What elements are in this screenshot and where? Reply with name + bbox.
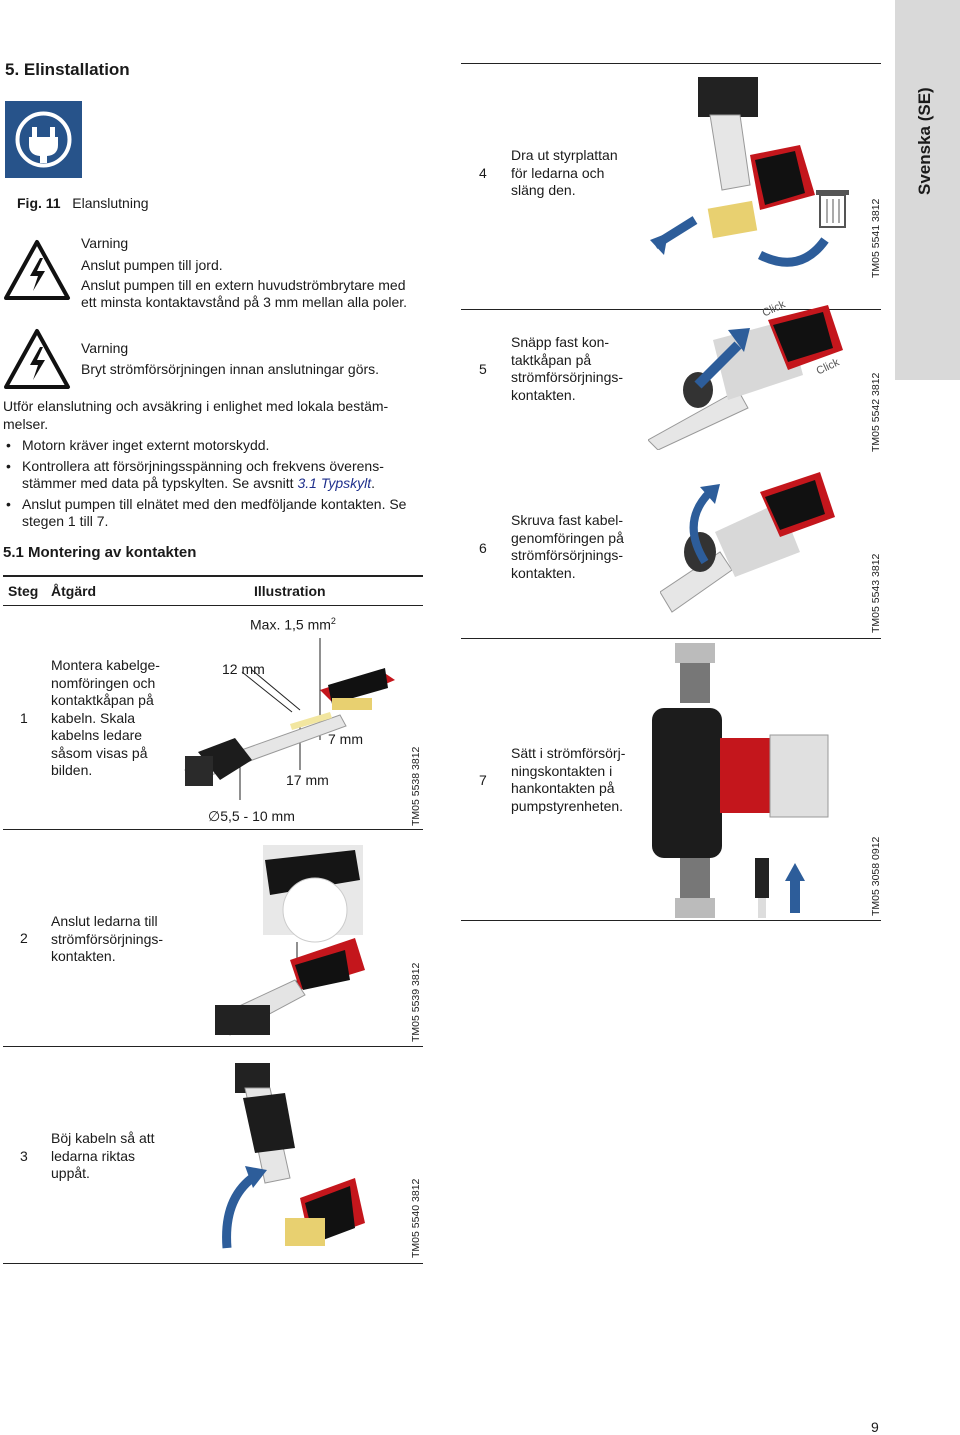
section-link[interactable]: 3.1 Typskylt bbox=[297, 475, 372, 491]
table-rule bbox=[3, 829, 423, 830]
warning1-text: ett minsta kontaktavstånd på 3 mm mellan… bbox=[81, 294, 408, 310]
bullet-item: Motorn kräver inget externt motorskydd. bbox=[6, 437, 269, 455]
section-title: 5. Elinstallation bbox=[5, 60, 130, 79]
step-number: 1 bbox=[20, 710, 28, 726]
dimension-label: 12 mm bbox=[222, 661, 265, 677]
figure-ref: TM05 5543 3812 bbox=[870, 553, 882, 633]
figure-ref: TM05 5538 3812 bbox=[410, 746, 422, 826]
header-action: Åtgärd bbox=[51, 583, 97, 599]
table-rule bbox=[3, 1046, 423, 1047]
warning1-text: Anslut pumpen till en extern huvudströmb… bbox=[81, 277, 406, 293]
warning2-title: Varning bbox=[81, 340, 129, 356]
header-step: Steg bbox=[8, 583, 39, 599]
table-rule bbox=[3, 1263, 423, 1264]
language-tab: Svenska (SE) bbox=[895, 0, 960, 380]
figure-ref: TM05 5540 3812 bbox=[410, 1178, 422, 1258]
bend-cable-illustration bbox=[215, 1058, 380, 1258]
cable-stripping-illustration bbox=[180, 630, 405, 830]
figure-ref: TM05 3058 0912 bbox=[870, 836, 882, 916]
screw-gland-illustration bbox=[659, 462, 860, 632]
bullet-item-cont: stegen 1 till 7. bbox=[22, 513, 109, 529]
figure-ref: TM05 5541 3812 bbox=[870, 198, 882, 278]
table-rule bbox=[461, 63, 881, 64]
warning-electric-icon bbox=[3, 238, 71, 302]
warning1-title: Varning bbox=[81, 235, 129, 251]
step-number: 5 bbox=[479, 361, 487, 377]
step-number: 7 bbox=[479, 772, 487, 788]
figure-ref: TM05 5542 3812 bbox=[870, 372, 882, 452]
intro-text: melser. bbox=[3, 416, 49, 432]
dimension-label: ∅5,5 - 10 mm bbox=[208, 808, 295, 824]
dimension-label: 17 mm bbox=[286, 772, 329, 788]
step-number: 4 bbox=[479, 165, 487, 181]
bullet-item: Anslut pumpen till elnätet med den medfö… bbox=[6, 496, 406, 514]
plug-icon bbox=[5, 101, 82, 178]
figure-caption: Fig. 11 Elanslutning bbox=[17, 195, 149, 211]
warning-electric-icon bbox=[3, 327, 71, 391]
step-number: 2 bbox=[20, 930, 28, 946]
table-rule bbox=[461, 920, 881, 921]
snap-cover-illustration bbox=[647, 300, 858, 451]
table-rule bbox=[461, 638, 881, 639]
warning1-text: Anslut pumpen till jord. bbox=[81, 257, 223, 273]
page-number: 9 bbox=[871, 1419, 879, 1435]
subsection-title: 5.1 Montering av kontakten bbox=[3, 544, 197, 561]
table-rule bbox=[3, 605, 423, 606]
dimension-label: 7 mm bbox=[328, 731, 363, 747]
bullet-item-cont: stämmer med data på typskylten. Se avsni… bbox=[22, 475, 376, 491]
remove-plate-illustration bbox=[650, 75, 860, 275]
wire-connection-illustration bbox=[215, 840, 380, 1040]
figure-ref: TM05 5539 3812 bbox=[410, 962, 422, 1042]
max-cross-section: Max. 1,5 mm2 bbox=[250, 616, 336, 633]
intro-text: Utför elanslutning och avsäkring i enlig… bbox=[3, 398, 389, 414]
header-illustration: Illustration bbox=[254, 583, 326, 599]
step-number: 3 bbox=[20, 1148, 28, 1164]
bullet-item: Kontrollera att försörjningsspänning och… bbox=[6, 458, 384, 476]
table-rule bbox=[461, 309, 881, 310]
pump-insert-illustration bbox=[650, 643, 865, 918]
language-tab-label: Svenska (SE) bbox=[915, 87, 934, 195]
table-rule bbox=[3, 575, 423, 577]
warning2-text: Bryt strömförsörjningen innan anslutning… bbox=[81, 361, 380, 377]
step-number: 6 bbox=[479, 540, 487, 556]
